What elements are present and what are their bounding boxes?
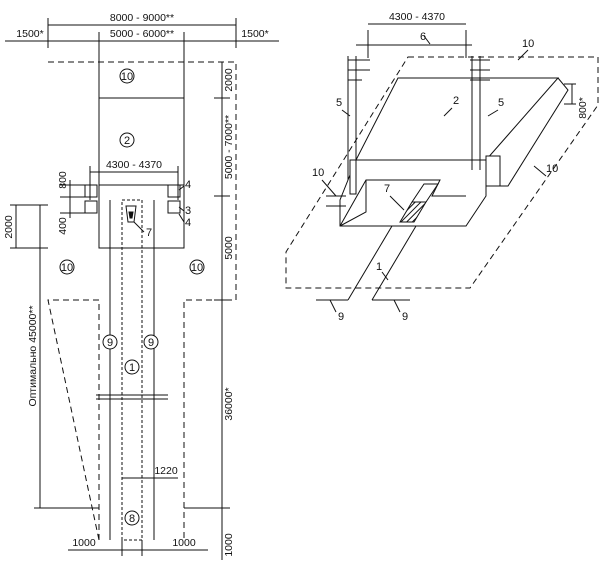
iso-callout-9b: 9 xyxy=(402,311,408,323)
optimal-length-label: Оптимально 45000** xyxy=(27,305,39,406)
callout-4a: 4 xyxy=(185,179,191,191)
plan-top-dimensions xyxy=(5,18,279,100)
iso-track xyxy=(347,225,417,301)
step-upper-label: 800 xyxy=(57,171,69,189)
bottom-depth-label: 1000 xyxy=(223,533,235,557)
circled-top: 10 xyxy=(121,71,133,83)
iso-callout-1: 1 xyxy=(376,261,382,273)
circled-track-right: 9 xyxy=(148,337,154,349)
bottom-left-label: 1000 xyxy=(72,537,96,549)
iso-callout-2: 2 xyxy=(453,95,459,107)
circled-track-left: 9 xyxy=(107,337,113,349)
iso-callout-6: 6 xyxy=(420,31,426,43)
iso-callout-10c: 10 xyxy=(546,163,558,175)
iso-platform-top xyxy=(355,77,560,161)
hall-length-label: 5000 - 7000** xyxy=(223,115,235,179)
iso-leaders xyxy=(321,35,547,313)
circled-track-center: 1 xyxy=(129,362,135,374)
iso-callout-10b: 10 xyxy=(312,167,324,179)
iso-labels: 4300 - 4370 800* 6 10 2 5 5 10 10 7 1 9 … xyxy=(312,11,589,323)
left-side-label: 2000 xyxy=(3,215,15,239)
bottom-right-label: 1000 xyxy=(172,537,196,549)
plan-view: 8000 - 9000** 1500* 5000 - 6000** 1500* xyxy=(5,12,279,560)
pit-width-label: 4300 - 4370 xyxy=(106,159,162,171)
iso-callout-5b: 5 xyxy=(498,97,504,109)
iso-callout-9a: 9 xyxy=(338,311,344,323)
iso-view xyxy=(285,23,599,301)
iso-outer-boundary xyxy=(285,56,599,289)
iso-callout-7: 7 xyxy=(384,183,390,195)
circled-bottom: 8 xyxy=(129,513,135,525)
iso-depth-label: 800* xyxy=(577,97,589,119)
plan-outer-boundary xyxy=(47,61,237,541)
callout-4b: 4 xyxy=(185,217,191,229)
plan-leaders xyxy=(133,185,185,233)
circled-left: 10 xyxy=(61,262,73,274)
track-width-label: 1220 xyxy=(154,465,178,477)
track-length-label: 36000* xyxy=(223,387,235,420)
overall-width-label: 8000 - 9000** xyxy=(110,12,174,24)
right-mid-label: 5000 xyxy=(223,236,235,260)
inner-width-label: 5000 - 6000** xyxy=(110,28,174,40)
top-depth-label: 2000 xyxy=(223,68,235,92)
step-lower-label: 400 xyxy=(57,217,69,235)
circled-right: 10 xyxy=(191,262,203,274)
plan-track xyxy=(121,199,143,541)
side-right-label: 1500* xyxy=(241,28,268,40)
iso-callout-10a: 10 xyxy=(522,38,534,50)
iso-pit-width-label: 4300 - 4370 xyxy=(389,11,445,23)
circled-center: 2 xyxy=(124,135,130,147)
plan-circled-labels: 10 2 10 10 9 9 1 8 xyxy=(59,68,205,526)
plan-dimension-labels: 2000 5000 - 7000** 4300 - 4370 800 400 2… xyxy=(3,68,235,557)
side-left-label: 1500* xyxy=(16,28,43,40)
iso-callout-5a: 5 xyxy=(336,97,342,109)
plan-callout-7: 7 xyxy=(146,227,152,239)
callout-3: 3 xyxy=(185,205,191,217)
